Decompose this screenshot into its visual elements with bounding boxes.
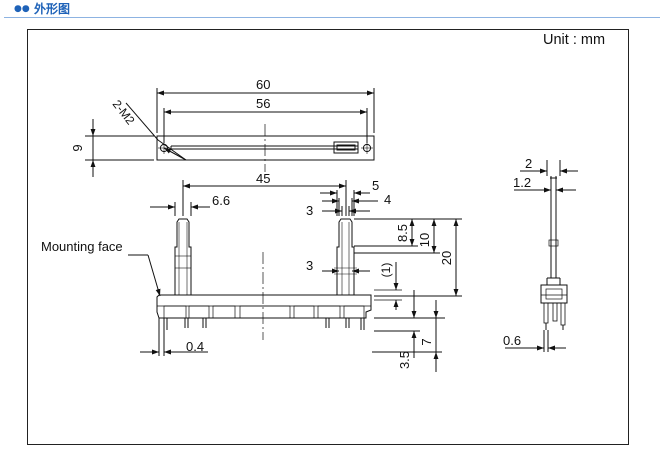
unit-label: Unit : mm [543,32,606,48]
side-pin [543,302,549,324]
dim-60-text: 60 [256,77,270,92]
dim-5-text: 5 [372,178,379,193]
left-lever [174,218,192,295]
dim-4-text: 4 [384,192,391,207]
screw-spec-text: 2-M2 [110,97,138,127]
dim-3-top-text: 3 [306,203,313,218]
dim-2-text: 2 [525,156,532,171]
mounting-face-label: Mounting face [41,239,123,254]
side-view [505,160,578,352]
dim-3-5-text: 3.5 [397,351,412,369]
dim-3-mid-text: 3 [306,258,313,273]
dim-0-6-text: 0.6 [503,333,521,348]
header-divider [4,17,660,18]
right-lever [336,218,355,295]
section-title: 外形图 [34,2,71,16]
dim-7-text: 7 [419,338,434,345]
dim-0-4-text: 0.4 [186,339,204,354]
slider-knob-top [333,141,359,154]
front-body [156,294,372,319]
header-bullet-icon: ●● [14,4,30,14]
front-view [128,180,462,372]
dim-8-5-text: 8.5 [395,224,410,242]
dim-56-text: 56 [256,96,270,111]
top-view [85,88,375,177]
dim-6-6-text: 6.6 [212,193,230,208]
dim-45-text: 45 [256,171,270,186]
side-body [540,284,568,304]
slider-body-outline [156,135,375,161]
dim-20-text: 20 [439,251,454,265]
dim-9-text: 9 [70,144,85,151]
dim-1-text: (1) [379,263,393,278]
section-header: ●● 外形图 [0,0,670,18]
screw-leader [125,102,159,141]
drawing-frame [27,29,629,445]
dim-1-2-text: 1.2 [513,175,531,190]
dim-10-text: 10 [417,233,432,247]
